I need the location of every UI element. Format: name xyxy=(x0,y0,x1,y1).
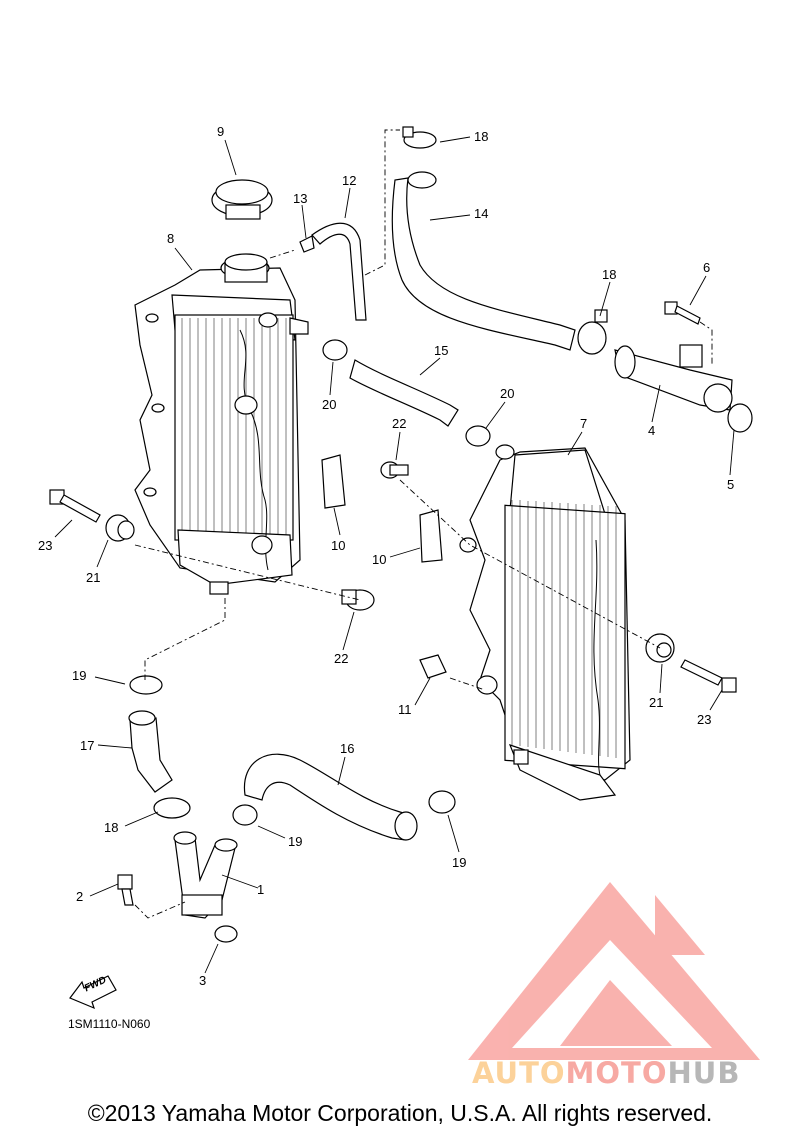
callout-10: 10 xyxy=(331,538,345,553)
callout-21: 21 xyxy=(649,695,663,710)
damper-10a xyxy=(321,454,346,509)
callout-20: 20 xyxy=(322,397,336,412)
callout-23: 23 xyxy=(697,712,711,727)
bolt-2 xyxy=(117,874,134,906)
callout-5: 5 xyxy=(727,477,734,492)
callout-10: 10 xyxy=(372,552,386,567)
lower-hose-17 xyxy=(129,717,173,793)
water-pipe-joint xyxy=(173,831,238,919)
o-ring-5 xyxy=(727,403,753,433)
callout-19: 19 xyxy=(452,855,466,870)
left-radiator xyxy=(134,253,309,595)
forward-arrow-icon xyxy=(69,975,117,1010)
callout-12: 12 xyxy=(342,173,356,188)
hose-clamp-18c xyxy=(153,797,191,819)
copyright-notice: ©2013 Yamaha Motor Corporation, U.S.A. A… xyxy=(87,1100,713,1126)
collar-22a xyxy=(380,461,409,479)
connecting-hose xyxy=(349,359,459,427)
water-pipe-fitting xyxy=(614,344,733,413)
watermark-hub: HUB xyxy=(667,1056,741,1090)
callout-6: 6 xyxy=(703,260,710,275)
damper-21a xyxy=(105,514,135,542)
callout-14: 14 xyxy=(474,206,488,221)
hose-clamp-19c xyxy=(428,790,456,814)
grommet-11 xyxy=(419,654,447,679)
hose-clamp-right xyxy=(577,309,608,355)
lower-hose-16 xyxy=(243,753,411,841)
clip xyxy=(299,235,315,253)
callout-19: 19 xyxy=(288,834,302,849)
o-ring-3 xyxy=(214,925,238,943)
hose-clamp-19a xyxy=(129,675,163,695)
callout-23: 23 xyxy=(38,538,52,553)
callout-1: 1 xyxy=(257,882,264,897)
leader-lines xyxy=(54,136,735,974)
callout-13: 13 xyxy=(293,191,307,206)
callout-2: 2 xyxy=(76,889,83,904)
watermark-text: AUTOMOTOHUB xyxy=(472,1056,740,1090)
automotohub-logo-icon xyxy=(468,882,760,1060)
bolt-23b xyxy=(680,659,737,693)
callout-22: 22 xyxy=(334,651,348,666)
callout-3: 3 xyxy=(199,973,206,988)
callout-18: 18 xyxy=(602,267,616,282)
damper-10b xyxy=(419,509,443,563)
callout-8: 8 xyxy=(167,231,174,246)
collar-22b xyxy=(341,589,375,611)
callout-11: 11 xyxy=(398,702,412,717)
right-radiator xyxy=(459,444,631,801)
callout-19: 19 xyxy=(72,668,86,683)
callout-15: 15 xyxy=(434,343,448,358)
watermark-auto: AUTO xyxy=(472,1056,566,1090)
callout-22: 22 xyxy=(392,416,406,431)
hose-clamp-top xyxy=(402,126,437,149)
hose-clamp-20b xyxy=(465,425,491,447)
callout-16: 16 xyxy=(340,741,354,756)
catalog-code: 1SM1110-N060 xyxy=(68,1017,151,1031)
callout-17: 17 xyxy=(80,738,94,753)
upper-hose xyxy=(391,177,576,351)
callout-7: 7 xyxy=(580,416,587,431)
breather-hose xyxy=(311,222,367,321)
hose-clamp-19b xyxy=(232,804,258,826)
callout-labels: 9 18 12 13 14 8 18 6 15 20 20 4 5 22 7 2… xyxy=(38,124,734,988)
callout-18: 18 xyxy=(474,129,488,144)
radiator-cap xyxy=(211,179,273,220)
bolt-23a xyxy=(49,489,101,523)
callout-18: 18 xyxy=(104,820,118,835)
callout-9: 9 xyxy=(217,124,224,139)
callout-4: 4 xyxy=(648,423,655,438)
watermark-moto: MOTO xyxy=(565,1056,668,1090)
callout-20: 20 xyxy=(500,386,514,401)
callout-21: 21 xyxy=(86,570,100,585)
bolt-6 xyxy=(664,301,701,325)
hose-clamp-20a xyxy=(322,339,348,361)
